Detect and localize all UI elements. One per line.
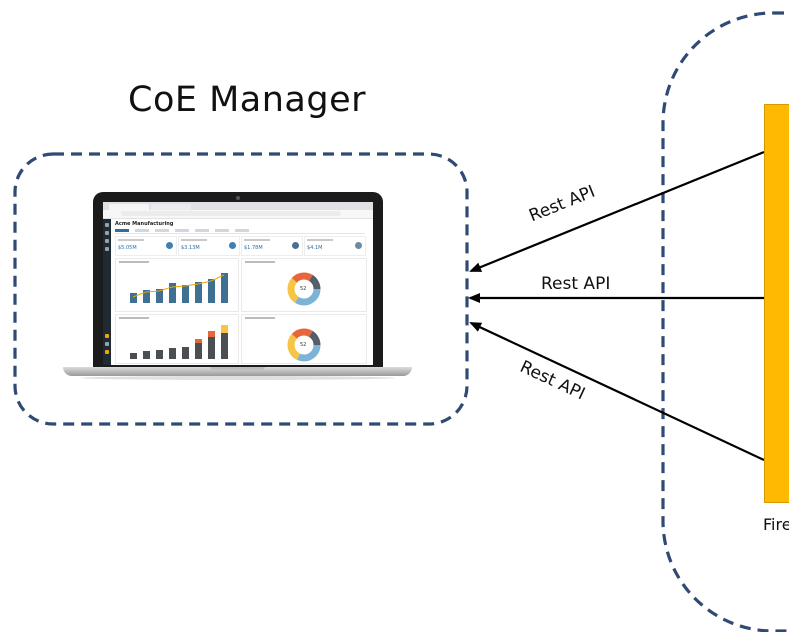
opportunities-by-stage-panel: 52 [241, 258, 367, 312]
value-velocity-panel [115, 258, 239, 312]
donut-center-value: 52 [300, 342, 307, 348]
chart-bar [182, 347, 189, 359]
rest-api-arrow-top [469, 150, 765, 273]
donut-segment [287, 272, 321, 306]
chart-bar [130, 353, 137, 359]
app-tab [175, 229, 189, 232]
browser-tab-strip [103, 202, 373, 210]
donut-segment [287, 328, 321, 362]
ideas-by-stage-panel: 52 [241, 314, 367, 364]
kpi-card: $5.05M [115, 236, 177, 256]
kpi-card: $3.13M [178, 236, 240, 256]
check-icon [229, 242, 236, 249]
chart-bar [221, 325, 228, 333]
rail-icon [105, 342, 109, 346]
coe-manager-title: CoE Manager [128, 80, 367, 120]
chart-bar [182, 285, 189, 303]
chart-bar [221, 273, 228, 303]
rest-api-arrow-bottom [469, 322, 765, 461]
chart-bar [195, 282, 202, 303]
donut-segment [287, 328, 321, 362]
chart-bar [208, 279, 215, 303]
donut-segment [287, 272, 321, 306]
address-field [121, 211, 341, 216]
browser-address-bar [103, 210, 373, 219]
rail-icon [105, 239, 109, 243]
rail-icon [105, 231, 109, 235]
chart-bar [169, 348, 176, 359]
app-tab [135, 229, 149, 232]
firewall-label: Fire [763, 515, 789, 534]
donut-segment [287, 272, 321, 306]
panel-heading [119, 317, 149, 319]
app-tab [115, 229, 129, 232]
chart-bar [169, 283, 176, 303]
kpi-value: $4.1M [307, 245, 323, 251]
rail-icon [105, 334, 109, 338]
donut-segment [287, 328, 321, 362]
trend-icon [355, 242, 362, 249]
laptop-base [63, 367, 412, 376]
app-tab [235, 229, 249, 232]
browser-tab [109, 204, 149, 210]
kpi-label [244, 239, 270, 241]
kpi-value: $5.05M [118, 245, 137, 251]
laptop-notch [210, 367, 265, 370]
rest-api-label-middle: Rest API [541, 274, 611, 294]
laptop-camera [236, 196, 240, 200]
kpi-card: $1.78M [241, 236, 303, 256]
panel-heading [119, 261, 149, 263]
chart-bar [195, 343, 202, 359]
rail-icon [105, 247, 109, 251]
piggy-bank-icon [166, 242, 173, 249]
trend-line [132, 274, 225, 298]
forecasted-savings-chart [130, 325, 228, 359]
chart-bar [208, 337, 215, 359]
rail-icon [105, 350, 109, 354]
chart-bar [156, 289, 163, 303]
app-sidebar [103, 219, 111, 365]
coe-manager-container [13, 152, 469, 426]
chart-bar [221, 333, 228, 359]
kpi-label [307, 239, 333, 241]
app-title: Acme Manufacturing [115, 221, 174, 227]
app-tab [155, 229, 169, 232]
rail-icon [105, 223, 109, 227]
app-tab [215, 229, 229, 232]
browser-tab [151, 204, 191, 210]
donut-center-value: 52 [300, 286, 307, 292]
chart-bar [195, 339, 202, 343]
kpi-value: $3.13M [181, 245, 200, 251]
chart-bar [143, 290, 150, 303]
panel-heading [245, 261, 275, 263]
chart-bar [130, 293, 137, 303]
kpi-label [181, 239, 207, 241]
app-tabs [115, 229, 365, 234]
remote-container [661, 11, 789, 632]
donut-chart [287, 328, 321, 362]
kpi-card: $4.1M [304, 236, 366, 256]
donut-chart [287, 272, 321, 306]
kpi-label [118, 239, 144, 241]
chart-bar [208, 331, 215, 337]
laptop-shadow [80, 376, 395, 380]
chart-bar [143, 351, 150, 359]
panel-heading [245, 317, 275, 319]
laptop-illustration: Acme Manufacturing $5.05M $3.13M [93, 192, 383, 368]
tools-icon [292, 242, 299, 249]
value-velocity-chart [130, 273, 228, 303]
firewall-bar [764, 104, 789, 503]
dashboard-screenshot: Acme Manufacturing $5.05M $3.13M [103, 202, 373, 365]
forecasted-savings-panel [115, 314, 239, 364]
app-tab [195, 229, 209, 232]
kpi-value: $1.78M [244, 245, 263, 251]
chart-bar [156, 350, 163, 359]
